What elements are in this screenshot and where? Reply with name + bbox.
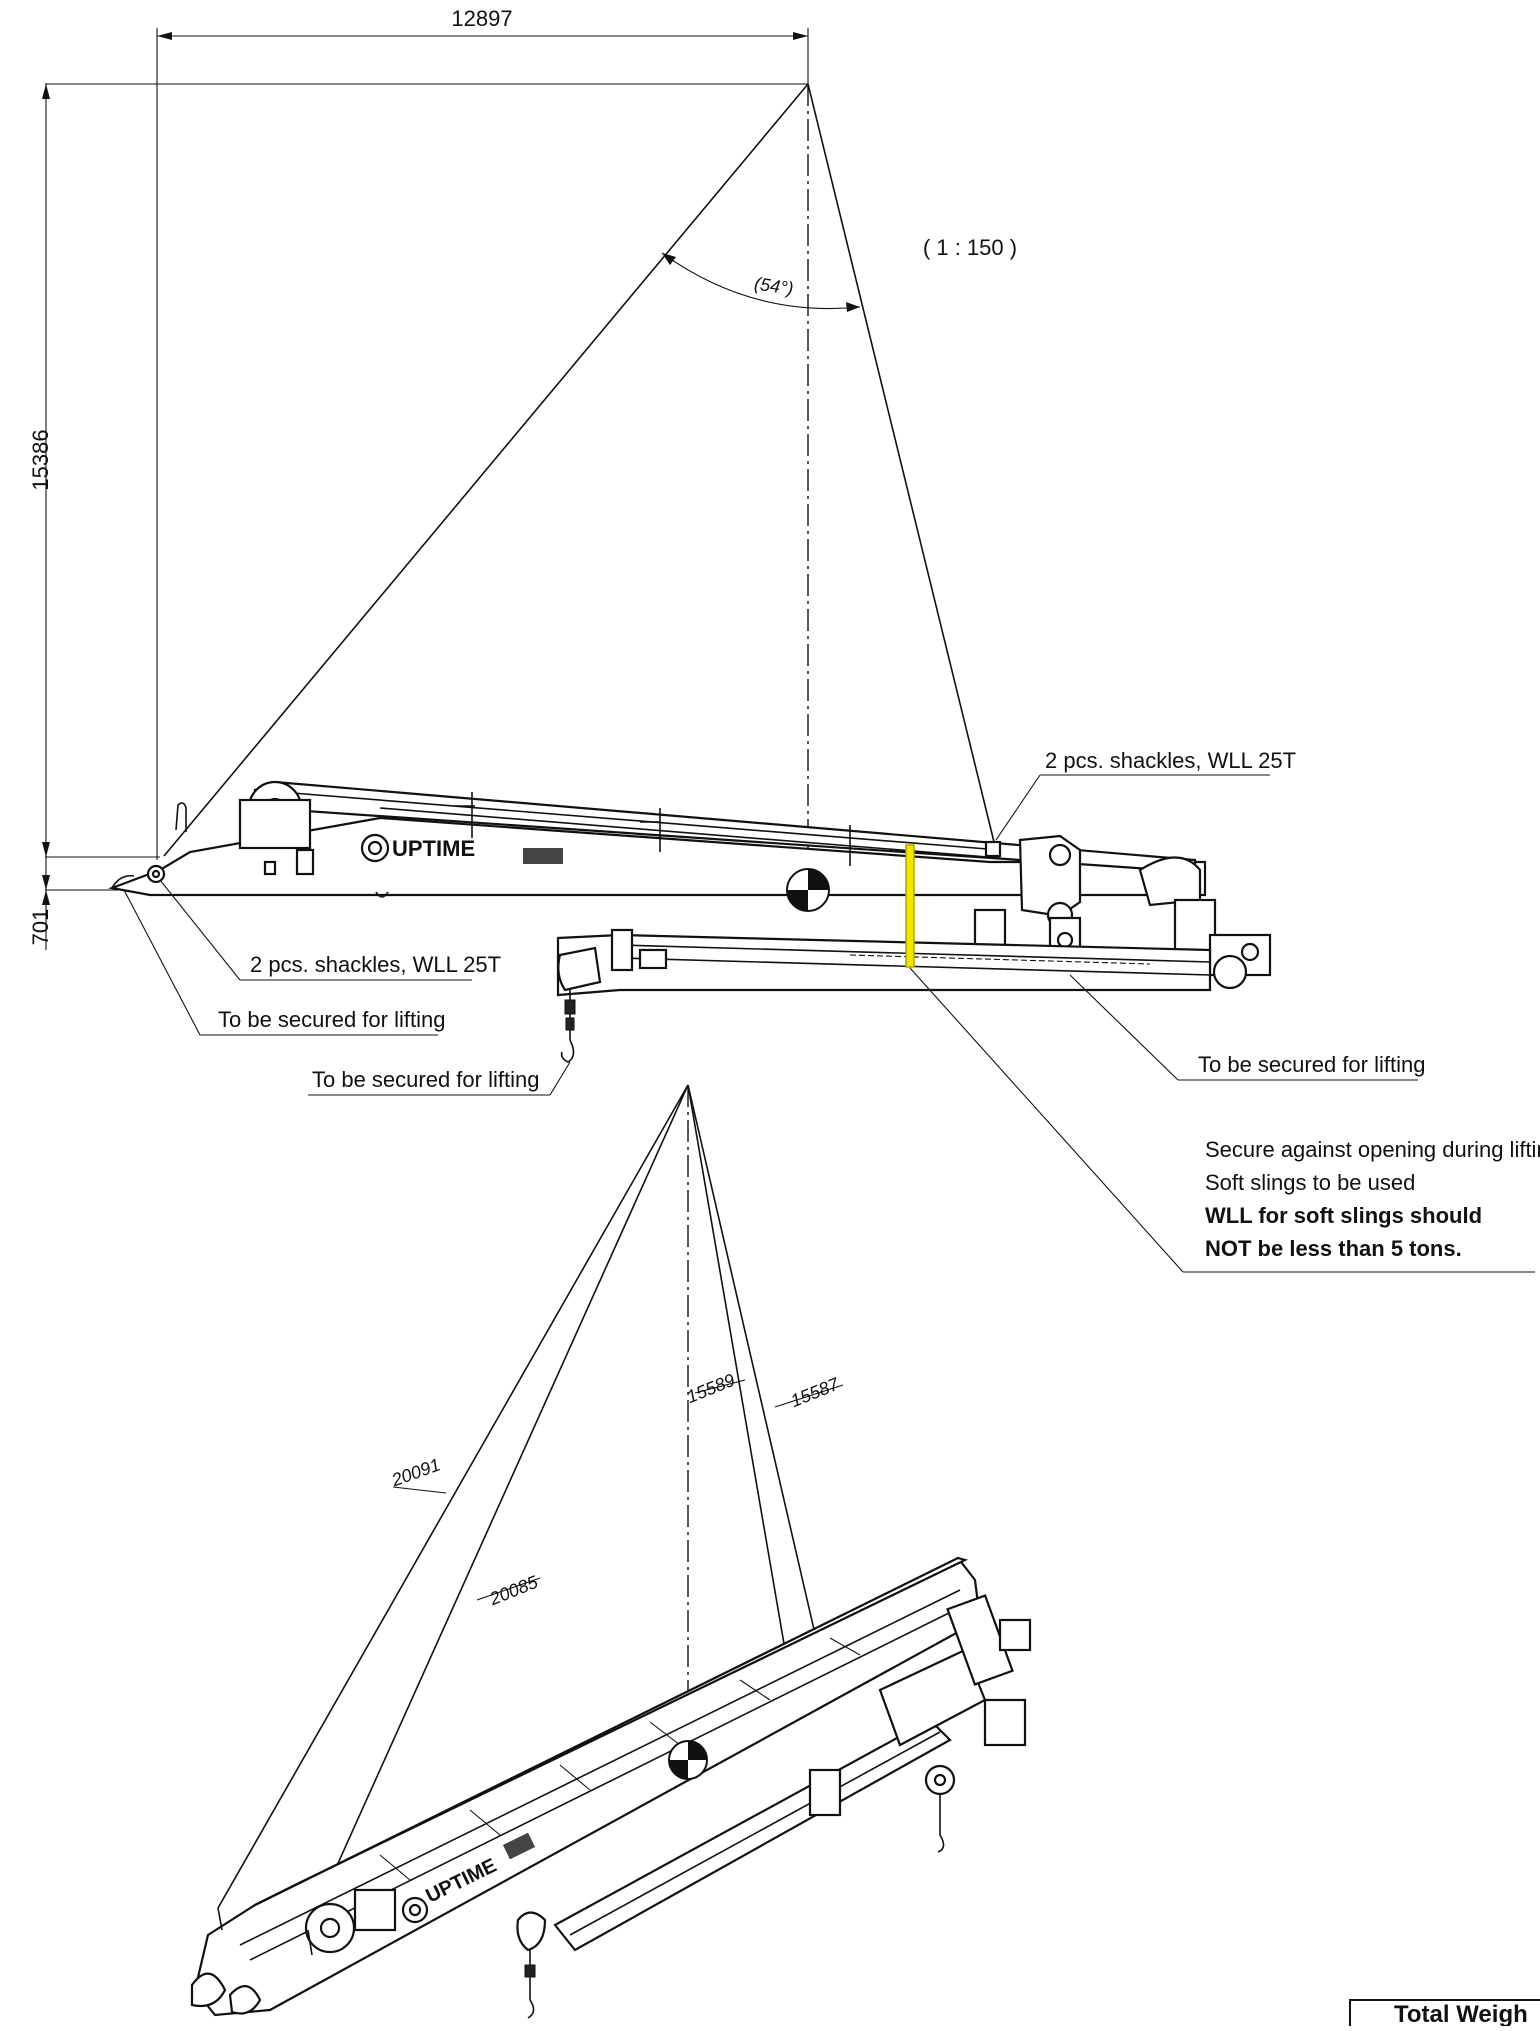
note-line-4: NOT be less than 5 tons. xyxy=(1205,1236,1462,1261)
callout-shackles-top: 2 pcs. shackles, WLL 25T xyxy=(995,748,1296,841)
scale-label: ( 1 : 150 ) xyxy=(923,235,1017,260)
note-line-1: Secure against opening during lifting xyxy=(1205,1137,1540,1162)
callout-secure-right: To be secured for lifting xyxy=(1069,974,1425,1081)
sling-length-c: 15589 xyxy=(684,1370,738,1407)
sheave-block xyxy=(557,946,602,992)
cog-marker-iso xyxy=(668,1740,708,1780)
total-weight-label: Total Weigh xyxy=(1394,2001,1528,2026)
sling-length-a: 20091 xyxy=(388,1454,443,1490)
dimension-offset-value: 701 xyxy=(28,909,53,946)
soft-sling-strap xyxy=(905,844,915,968)
sling-length-b: 20085 xyxy=(486,1571,542,1609)
callout-secure-hook: To be secured for lifting xyxy=(308,1061,571,1096)
callout-sling-note: Secure against opening during lifting So… xyxy=(909,967,1540,1273)
callout-secure-right-text: To be secured for lifting xyxy=(1198,1052,1425,1077)
sling-angle-label: (54°) xyxy=(753,273,795,298)
dimension-width-value: 12897 xyxy=(451,6,512,31)
callout-shackles-top-text: 2 pcs. shackles, WLL 25T xyxy=(1045,748,1296,773)
callout-secure-hook-text: To be secured for lifting xyxy=(312,1067,539,1092)
callout-secure-left-text: To be secured for lifting xyxy=(218,1007,445,1032)
note-line-3: WLL for soft slings should xyxy=(1205,1203,1482,1228)
shackle-right xyxy=(984,840,1002,858)
dimension-width-top: 12897 xyxy=(156,6,809,860)
dimension-height-left: 15386 701 xyxy=(28,83,808,950)
sling-length-d: 15587 xyxy=(788,1373,843,1411)
logo-text-side: UPTIME xyxy=(392,836,475,861)
dimension-height-value: 15386 xyxy=(28,429,53,490)
note-line-2: Soft slings to be used xyxy=(1205,1170,1415,1195)
sling-lines-top: (54°) xyxy=(163,83,995,890)
total-weight-box: Total Weigh xyxy=(1349,1999,1540,2031)
crane-side-view: UPTIME xyxy=(107,780,1272,1063)
nameplate-iso xyxy=(502,1832,536,1860)
boom-rail-posts xyxy=(455,792,851,866)
callout-shackles-left: 2 pcs. shackles, WLL 25T xyxy=(159,879,501,981)
cog-marker-side xyxy=(786,868,830,912)
callout-shackles-left-text: 2 pcs. shackles, WLL 25T xyxy=(250,952,501,977)
nameplate-side xyxy=(523,848,563,864)
callout-secure-left: To be secured for lifting xyxy=(123,889,445,1036)
crane-iso-view: UPTIME xyxy=(190,1556,1032,2019)
